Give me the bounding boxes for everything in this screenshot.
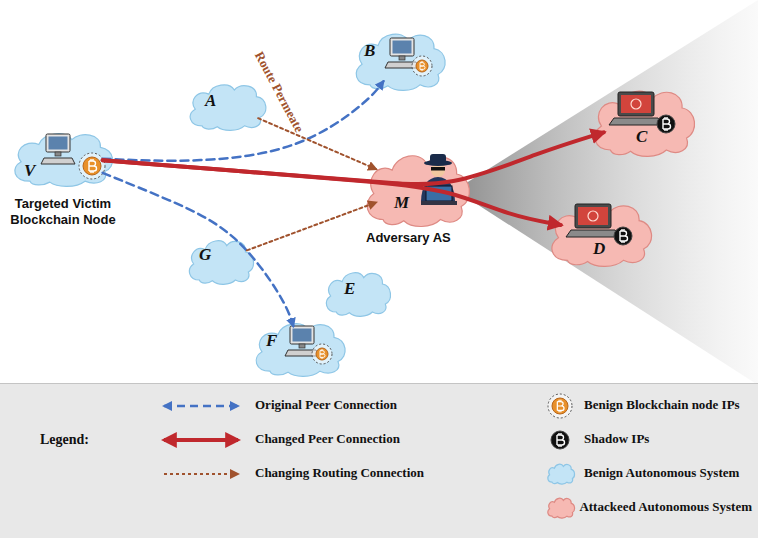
as-letter: F bbox=[266, 332, 277, 351]
benign-ip-coin bbox=[548, 394, 572, 418]
laptop-icon bbox=[566, 204, 620, 237]
benign-as-cloud: B bbox=[350, 28, 450, 90]
node-caption: Targeted Victim Blockchain Node bbox=[0, 196, 128, 229]
benign-ip-coin bbox=[412, 56, 432, 76]
legend-row: Changed Peer Connection bbox=[255, 432, 400, 446]
cloud-outline bbox=[356, 34, 445, 90]
legend-panel: Original Peer ConnectionChanged Peer Con… bbox=[0, 383, 758, 538]
hacker-icon bbox=[421, 154, 457, 205]
text-slot: B bbox=[364, 42, 375, 61]
attacked-as-cloud: C bbox=[588, 84, 700, 156]
cloud-shape bbox=[250, 318, 350, 376]
attacked-as-cloud: MAdversary AS bbox=[360, 148, 475, 226]
legend-text: Benign Blockchain node IPs bbox=[584, 398, 740, 412]
as-letter: A bbox=[205, 92, 216, 111]
cloud-outline bbox=[552, 205, 652, 267]
node-caption: Adversary AS bbox=[366, 230, 451, 246]
text-slot: M bbox=[394, 194, 409, 213]
legend-row: Benign Autonomous System bbox=[584, 466, 739, 480]
cloud-outline bbox=[326, 273, 390, 317]
attacked-as-cloud: D bbox=[545, 198, 657, 266]
cloud-shape bbox=[185, 80, 270, 130]
as-letter: D bbox=[593, 240, 605, 259]
legend-row: Changing Routing Connection bbox=[255, 466, 424, 480]
shadow-beam bbox=[455, 0, 758, 385]
cloud-shape bbox=[185, 236, 257, 284]
laptop-icon bbox=[609, 92, 663, 125]
benign-as-cloud: VTargeted Victim Blockchain Node bbox=[8, 128, 118, 186]
text-slot: D bbox=[593, 240, 605, 259]
legend-row: Original Peer Connection bbox=[255, 398, 397, 412]
legend-row: Shadow IPs bbox=[584, 432, 649, 446]
text-slot: E bbox=[344, 280, 355, 299]
as-letter: C bbox=[636, 128, 647, 147]
cloud-outline bbox=[367, 156, 469, 227]
text-slot: F bbox=[266, 332, 277, 351]
as-letter: E bbox=[344, 280, 355, 299]
benign-as-cloud: A bbox=[185, 80, 270, 130]
cloud-shape bbox=[322, 268, 394, 316]
peer-connection bbox=[103, 173, 294, 326]
text-slot: A bbox=[205, 92, 216, 111]
shadow-ip-coin bbox=[657, 115, 675, 133]
peer-connection bbox=[103, 81, 384, 160]
legend-text: Original Peer Connection bbox=[255, 398, 397, 412]
benign-ip-coin bbox=[312, 344, 332, 364]
legend-text: Changed Peer Connection bbox=[255, 432, 400, 446]
legend-line-sample bbox=[164, 438, 238, 442]
cloud-outline bbox=[256, 324, 345, 377]
legend-line-sample bbox=[164, 405, 238, 408]
shadow-ip-coin bbox=[614, 227, 632, 245]
as-letter: G bbox=[199, 246, 211, 265]
text-slot: G bbox=[199, 246, 211, 265]
label-slot: Legend: bbox=[40, 432, 89, 447]
legend-text: Benign Autonomous System bbox=[584, 466, 739, 480]
cloud-outline bbox=[190, 85, 266, 130]
as-letter: V bbox=[24, 162, 35, 181]
benign-as-cloud: G bbox=[185, 236, 257, 284]
text-slot: C bbox=[636, 128, 647, 147]
legend-row: Benign Blockchain node IPs bbox=[584, 398, 740, 412]
legend-cloud-sample bbox=[548, 498, 575, 518]
legend-row: Attackeed Autonomous System bbox=[579, 500, 752, 514]
as-letter: M bbox=[394, 194, 409, 213]
as-letter: B bbox=[364, 42, 375, 61]
cloud-outline bbox=[189, 241, 253, 285]
cloud-shape bbox=[360, 148, 475, 226]
changed-peer-connection bbox=[103, 132, 604, 184]
legend-heading: Legend: bbox=[40, 432, 89, 447]
benign-as-cloud: F bbox=[250, 318, 350, 376]
text-slot: V bbox=[24, 162, 35, 181]
routing-connection bbox=[247, 202, 376, 250]
routing-connection bbox=[258, 118, 376, 169]
changed-peer-connection bbox=[103, 160, 561, 225]
legend-text: Shadow IPs bbox=[584, 432, 649, 446]
shadow-ip-coin bbox=[551, 431, 569, 449]
cloud-outline bbox=[595, 91, 695, 156]
legend-text: Attackeed Autonomous System bbox=[579, 500, 752, 514]
benign-ip-coin bbox=[79, 153, 105, 179]
text-slot: Targeted Victim Blockchain Node bbox=[0, 196, 128, 229]
legend-text: Changing Routing Connection bbox=[255, 466, 424, 480]
computer-icon bbox=[41, 134, 75, 164]
legend-cloud-sample bbox=[548, 464, 575, 484]
text-slot: Adversary AS bbox=[366, 230, 451, 246]
benign-as-cloud: E bbox=[322, 268, 394, 316]
cloud-outline bbox=[15, 134, 113, 187]
legend-line-sample bbox=[164, 473, 238, 475]
